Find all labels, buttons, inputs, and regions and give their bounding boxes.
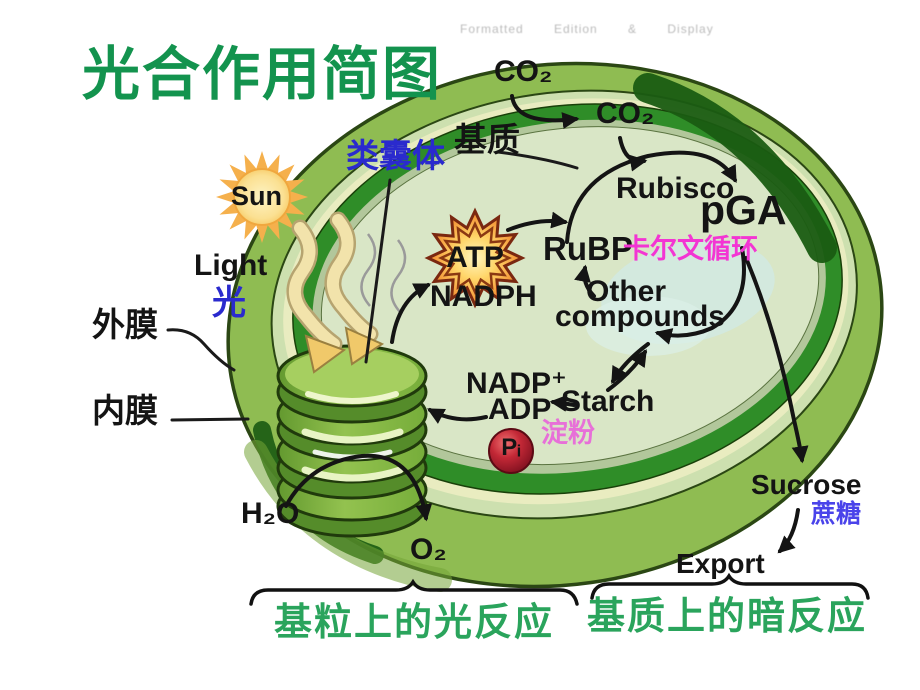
sucrose-label: Sucrose — [751, 469, 862, 500]
light-label-en: Light — [194, 249, 268, 282]
other-compounds-label-line2: compounds — [555, 300, 725, 333]
outer-membrane-label: 外膜 — [92, 306, 158, 343]
sun-label: Sun — [231, 181, 282, 211]
light-squiggle-2 — [390, 239, 407, 313]
light-reactions-brace — [249, 578, 579, 606]
inner-membrane-label: 内膜 — [92, 392, 158, 429]
arrow-co2-to-cycle — [618, 136, 648, 172]
pi-label: Pᵢ — [501, 434, 521, 461]
starch-label: Starch — [561, 385, 655, 418]
other-compounds-label-line1: Other — [586, 275, 667, 308]
arrow-co2-entry — [510, 94, 580, 130]
flow-arrows — [284, 94, 809, 554]
arrow-h2o-to-o2 — [284, 453, 433, 522]
export-label: Export — [676, 548, 765, 579]
arrow-pga-to-sucrose — [744, 256, 809, 464]
dark-reactions-brace — [590, 572, 870, 600]
starch-label-zh: 淀粉 — [541, 418, 595, 448]
rubp-label: RuBP — [543, 230, 633, 267]
stroma-highlight-blob-2 — [586, 296, 710, 356]
arrow-compounds-to-starch — [611, 342, 650, 384]
arrow-adp-to-grana — [427, 408, 488, 424]
stroma-pointer-line — [496, 150, 579, 170]
co2-outside-label: CO₂ — [494, 55, 553, 88]
adp-label: ADP — [488, 393, 552, 426]
h2o-label: H₂O — [241, 497, 300, 530]
pointer-lines — [166, 150, 579, 422]
atp-label: ATP — [446, 241, 504, 274]
braces — [249, 572, 870, 606]
pi-sphere — [488, 428, 534, 474]
co2-inside-label: CO₂ — [596, 97, 655, 130]
arrow-starch-to-adp — [549, 394, 576, 412]
dark-reactions-caption: 基质上的暗反应 — [587, 596, 868, 638]
thylakoid-label: 类囊体 — [346, 137, 445, 174]
atp-starburst — [424, 207, 526, 309]
arrow-atp-to-cycle — [506, 211, 569, 232]
arrow-sucrose-to-export — [777, 508, 800, 554]
calvin-cycle-label: 卡尔文循环 — [623, 234, 758, 264]
light-squiggle — [360, 233, 377, 307]
cutaway-dark-fold — [633, 73, 837, 263]
light-label-zh: 光 — [212, 284, 246, 322]
sun-icon — [216, 151, 308, 243]
o2-label: O₂ — [410, 533, 447, 566]
pga-label: pGA — [700, 187, 787, 233]
thylakoid-pointer-line — [364, 178, 392, 364]
arrow-compounds-to-rubp — [574, 264, 596, 298]
outer-membrane-pointer-line — [166, 328, 236, 372]
rubisco-label: Rubisco — [616, 172, 735, 205]
arrow-rubp-to-pga — [565, 150, 737, 244]
arrow-pga-to-compounds — [654, 246, 746, 345]
arrow-grana-to-atp — [390, 283, 432, 344]
nadp-label: NADP⁺ — [466, 367, 567, 400]
inner-membrane-pointer-line — [170, 417, 250, 422]
watermark: Formatted Edition & Display — [460, 22, 714, 36]
nadph-label: NADPH — [430, 280, 537, 313]
light-reactions-caption: 基粒上的光反应 — [274, 602, 555, 644]
stroma-label: 基质 — [454, 121, 520, 158]
arrow-starch-to-compounds — [606, 349, 647, 392]
sucrose-label-zh: 蔗糖 — [811, 500, 862, 528]
grana-stack — [276, 344, 428, 538]
page-title: 光合作用简图 — [82, 42, 443, 107]
light-beams — [286, 211, 407, 374]
light-beam-arrowhead — [304, 334, 347, 374]
